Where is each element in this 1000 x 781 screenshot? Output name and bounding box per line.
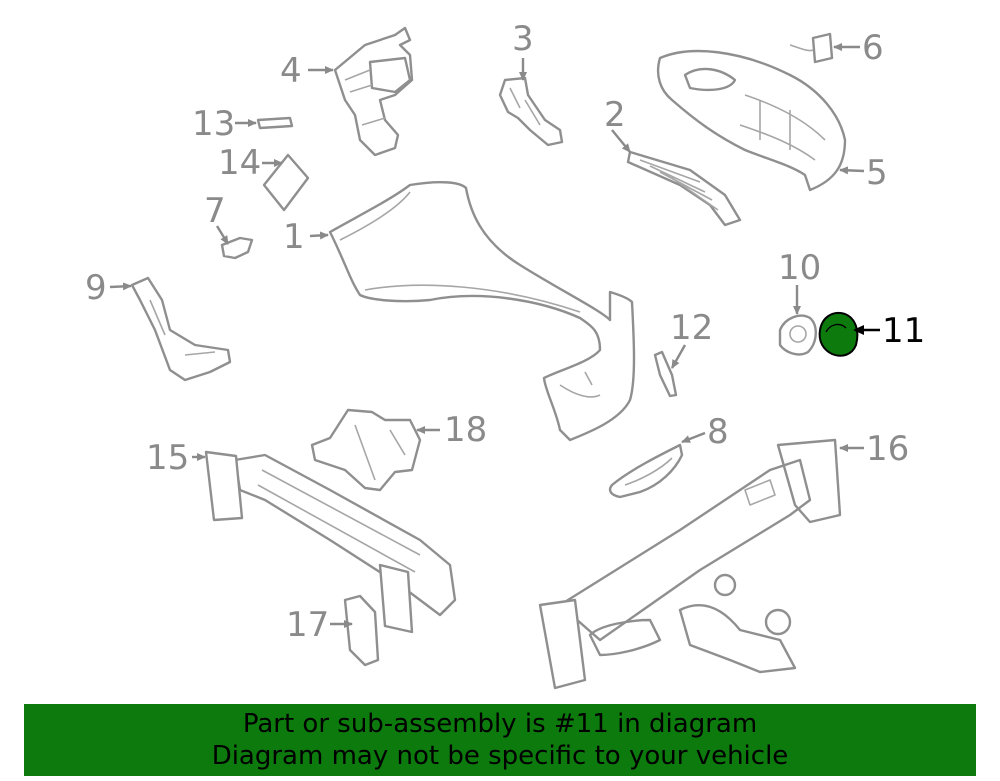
part-4-side-bracket	[333, 26, 414, 157]
part-18-mount-bracket	[310, 408, 422, 492]
callout-18: 18	[444, 410, 487, 450]
banner-line-2: Diagram may not be specific to your vehi…	[211, 741, 789, 771]
part-7-clip	[220, 236, 254, 260]
part-17-plate	[343, 594, 380, 667]
callout-13: 13	[192, 104, 235, 144]
part-9-side-bracket	[130, 276, 232, 382]
callout-8: 8	[707, 412, 729, 452]
part-10-sensor-holder	[778, 314, 817, 356]
callout-16: 16	[866, 429, 909, 469]
part-15-impact-bar	[204, 450, 457, 634]
callout-9: 9	[85, 268, 107, 308]
callout-7: 7	[204, 191, 226, 231]
part-16-tow-hitch	[538, 438, 842, 690]
callout-6: 6	[862, 28, 884, 68]
callout-17: 17	[286, 605, 329, 645]
callout-10: 10	[778, 248, 821, 288]
callout-2: 2	[604, 95, 626, 135]
part-13-strip	[256, 116, 294, 130]
part-8-reflector	[608, 443, 684, 499]
part-5-diffuser	[656, 49, 847, 192]
callout-15: 15	[146, 438, 189, 478]
banner-line-1: Part or sub-assembly is #11 in diagram	[242, 709, 758, 739]
callout-3: 3	[512, 19, 534, 59]
info-banner: Part or sub-assembly is #11 in diagram D…	[24, 704, 976, 776]
part-6-clip	[789, 32, 834, 64]
callout-12: 12	[670, 308, 713, 348]
parts-diagram: 1 2 3 4 5 6 7 8 9 10 11 12 13 14 15 16 1…	[85, 19, 925, 690]
callout-5: 5	[866, 153, 888, 193]
leader-lines	[109, 43, 880, 628]
callout-14: 14	[218, 143, 261, 183]
part-12-trim-strip	[653, 350, 678, 398]
part-11-sensor-bracket-highlighted	[818, 312, 859, 357]
part-2-grille-strip	[626, 150, 742, 227]
callout-4: 4	[280, 51, 302, 91]
part-3-bracket	[498, 76, 564, 147]
callout-labels: 1 2 3 4 5 6 7 8 9 10 11 12 13 14 15 16 1…	[85, 19, 925, 645]
callout-1: 1	[283, 217, 305, 257]
part-1-bumper-cover	[328, 180, 636, 442]
callout-11: 11	[882, 311, 925, 351]
